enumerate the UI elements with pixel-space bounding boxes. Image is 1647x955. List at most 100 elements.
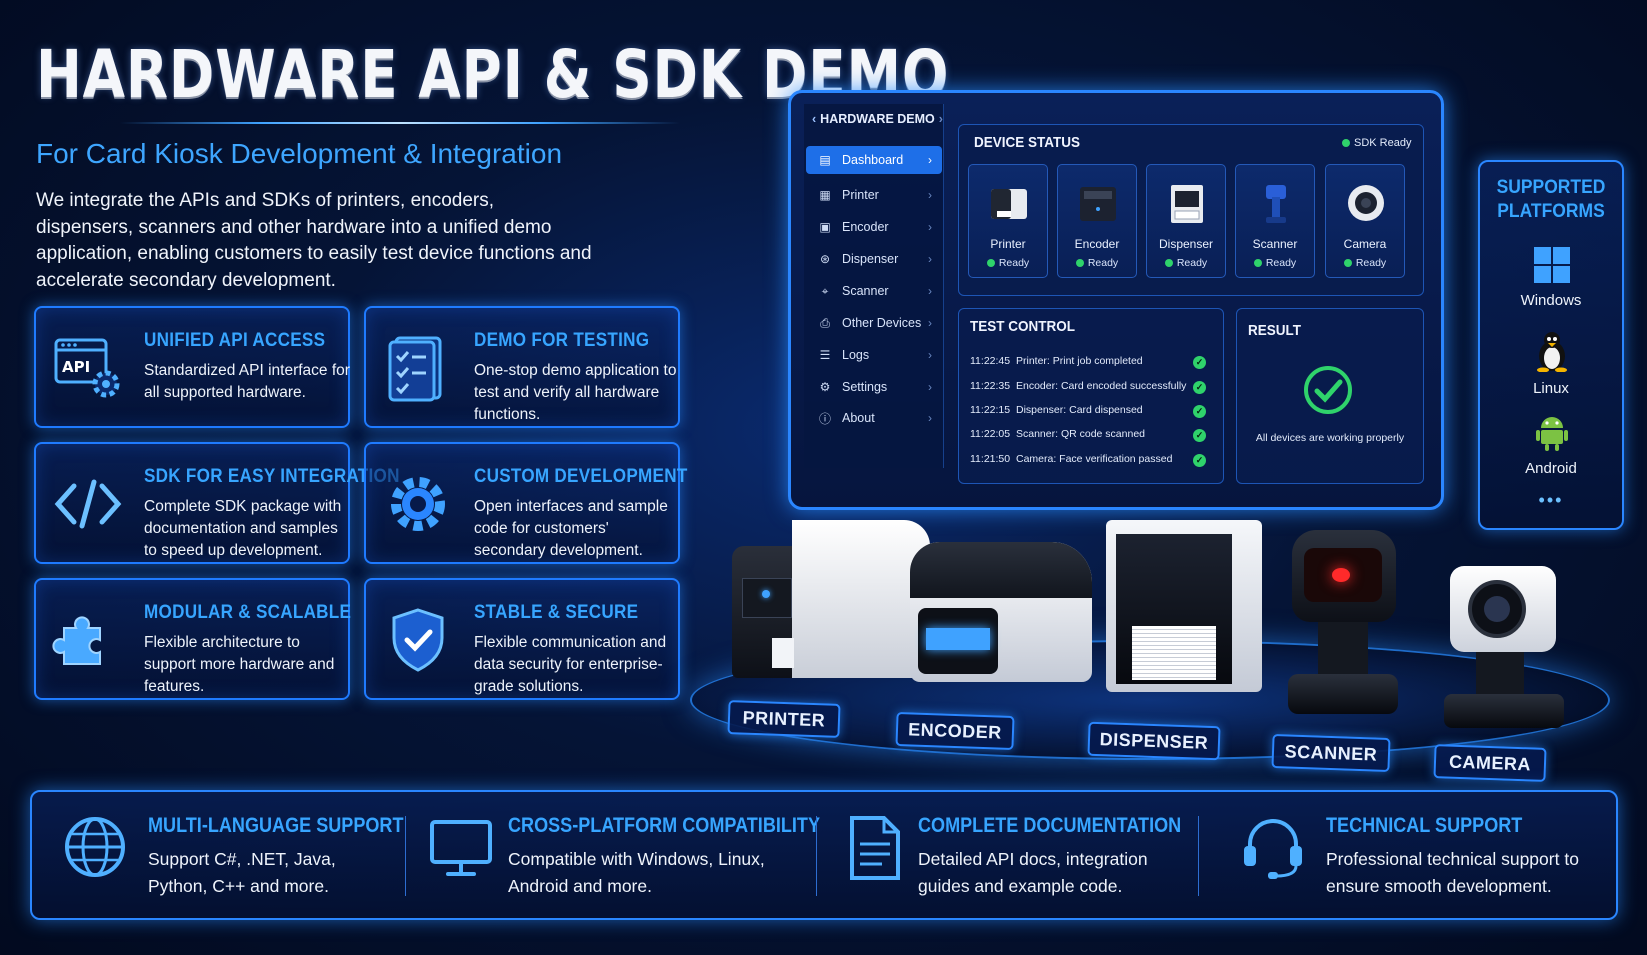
log-message: Encoder: Card encoded successfully	[1016, 380, 1187, 392]
device-status-label: Ready	[1087, 257, 1119, 269]
dispenser-device-image	[1106, 520, 1262, 692]
check-icon: ✓	[1193, 429, 1206, 442]
feature-desc: One-stop demo application to test and ve…	[474, 362, 677, 423]
code-brackets-icon	[54, 479, 122, 529]
linux-icon	[1537, 332, 1567, 372]
chevron-right-icon: ›	[928, 411, 932, 425]
settings-icon: ⚙	[819, 380, 831, 394]
info-icon: ⓘ	[818, 411, 831, 426]
feature-title: SDK FOR EASY INTEGRATION	[144, 466, 400, 487]
printer-device-image	[732, 520, 930, 680]
device-name: Printer	[990, 237, 1026, 251]
more-platforms: •••	[1538, 490, 1564, 510]
bottom-feature-desc: Professional technical support to ensure…	[1326, 849, 1579, 896]
device-card-camera[interactable]: Camera Ready	[1325, 164, 1405, 278]
hardware-label-printer: PRINTER	[727, 700, 841, 738]
chevron-right-icon: ›	[928, 220, 932, 234]
device-status-label: Ready	[1176, 257, 1208, 269]
log-message: Scanner: QR code scanned	[1016, 428, 1145, 440]
device-card-printer[interactable]: Printer Ready	[968, 164, 1048, 278]
bottom-feature-desc: Compatible with Windows, Linux, Android …	[508, 849, 765, 896]
sidebar-item-encoder[interactable]: ▣Encoder›	[806, 213, 942, 241]
status-dot	[1343, 259, 1352, 267]
hardware-label-scanner: SCANNER	[1271, 733, 1391, 773]
sidebar-item-about[interactable]: ⓘ About ›	[806, 404, 942, 432]
back-chevron-icon[interactable]: ‹	[812, 112, 817, 126]
sidebar-item-dispenser[interactable]: ⊛Dispenser›	[806, 245, 942, 273]
device-status-title: DEVICE STATUS	[974, 134, 1081, 151]
sidebar-item-label: Printer	[842, 188, 879, 202]
chevron-right-icon: ›	[928, 153, 932, 167]
feature-card-sdk: SDK FOR EASY INTEGRATION Complete SDK pa…	[34, 442, 399, 564]
windows-icon	[1534, 247, 1570, 283]
platform-linux: Linux	[1533, 380, 1569, 397]
dispenser-icon	[1171, 185, 1203, 223]
feature-desc: Flexible architecture to support more ha…	[144, 634, 335, 695]
logs-icon: ☰	[819, 348, 831, 362]
log-row: 11:21:50 Camera: Face verification passed…	[970, 453, 1206, 473]
sidebar-item-dashboard[interactable]: ▤ Dashboard ›	[806, 146, 942, 174]
status-dot	[986, 259, 995, 267]
sidebar-item-settings[interactable]: ⚙Settings›	[806, 373, 942, 401]
device-card-encoder[interactable]: Encoder Ready	[1057, 164, 1137, 278]
scanner-device-image	[1288, 530, 1398, 720]
dashboard-icon: ▤	[819, 153, 831, 167]
log-time: 11:22:35	[970, 380, 1011, 392]
platform-android: Android	[1525, 460, 1577, 477]
log-time: 11:22:45	[970, 355, 1011, 367]
feature-title: STABLE & SECURE	[474, 602, 639, 623]
feature-title: CUSTOM DEVELOPMENT	[474, 466, 688, 487]
log-time: 11:21:50	[970, 453, 1011, 465]
scanner-icon	[1266, 185, 1286, 223]
result-message: All devices are working properly	[1255, 432, 1405, 444]
feature-card-unified-api: API UNIFIED API ACCESS Standardized API …	[34, 306, 350, 428]
demo-app-title[interactable]: ‹HARDWARE DEMO›	[812, 112, 943, 126]
result-title: RESULT	[1248, 322, 1302, 339]
printer-icon	[991, 189, 1027, 219]
sidebar-item-other-devices[interactable]: ⎙Other Devices›	[806, 309, 942, 337]
camera-device-image	[1440, 566, 1574, 732]
feature-card-secure: STABLE & SECURE Flexible communication a…	[364, 578, 680, 700]
sidebar-item-label: Dashboard	[842, 153, 904, 167]
sidebar-item-label: Settings	[842, 380, 888, 394]
chevron-right-icon: ›	[928, 348, 932, 362]
sidebar-item-scanner[interactable]: ⌖Scanner›	[806, 277, 942, 305]
device-card-scanner[interactable]: Scanner Ready	[1235, 164, 1315, 278]
check-icon: ✓	[1193, 356, 1206, 369]
device-status: Ready	[1236, 257, 1314, 269]
scanner-icon: ⌖	[821, 283, 829, 298]
gear-icon	[391, 477, 445, 531]
test-control-panel	[958, 308, 1224, 484]
hardware-label-camera: CAMERA	[1433, 744, 1547, 782]
device-name: Scanner	[1252, 237, 1298, 251]
feature-card-modular: MODULAR & SCALABLE Flexible architecture…	[34, 578, 352, 700]
document-icon	[850, 816, 900, 880]
chevron-right-icon: ›	[928, 188, 932, 202]
sidebar-item-logs[interactable]: ☰Logs›	[806, 341, 942, 369]
platform-windows: Windows	[1520, 292, 1582, 309]
divider	[1198, 816, 1199, 896]
device-status: Ready	[969, 257, 1047, 269]
chevron-right-icon: ›	[928, 252, 932, 266]
sidebar-item-printer[interactable]: ▦Printer›	[806, 181, 942, 209]
sidebar-item-label: Dispenser	[842, 252, 899, 266]
api-gear-icon: API	[54, 338, 120, 398]
page-subtitle: For Card Kiosk Development & Integration	[36, 138, 563, 169]
log-message: Dispenser: Card dispensed	[1016, 404, 1143, 416]
bottom-feature-title: TECHNICAL SUPPORT	[1326, 814, 1523, 837]
feature-title: DEMO FOR TESTING	[474, 330, 650, 351]
device-status-label: Ready	[1355, 257, 1387, 269]
sidebar-item-label: Scanner	[842, 284, 889, 298]
title-underline	[120, 122, 680, 124]
sidebar-item-label: About	[842, 411, 875, 425]
encoder-icon	[1080, 187, 1116, 221]
encoder-icon: ▣	[819, 220, 831, 234]
svg-text:API: API	[62, 358, 90, 376]
log-message: Camera: Face verification passed	[1016, 453, 1173, 465]
divider	[816, 816, 817, 896]
device-card-dispenser[interactable]: Dispenser Ready	[1146, 164, 1226, 278]
feature-title: MODULAR & SCALABLE	[144, 602, 352, 623]
log-message: Printer: Print job completed	[1016, 355, 1143, 367]
headset-icon	[1244, 819, 1302, 879]
bottom-feature-title: MULTI-LANGUAGE SUPPORT	[148, 814, 404, 837]
